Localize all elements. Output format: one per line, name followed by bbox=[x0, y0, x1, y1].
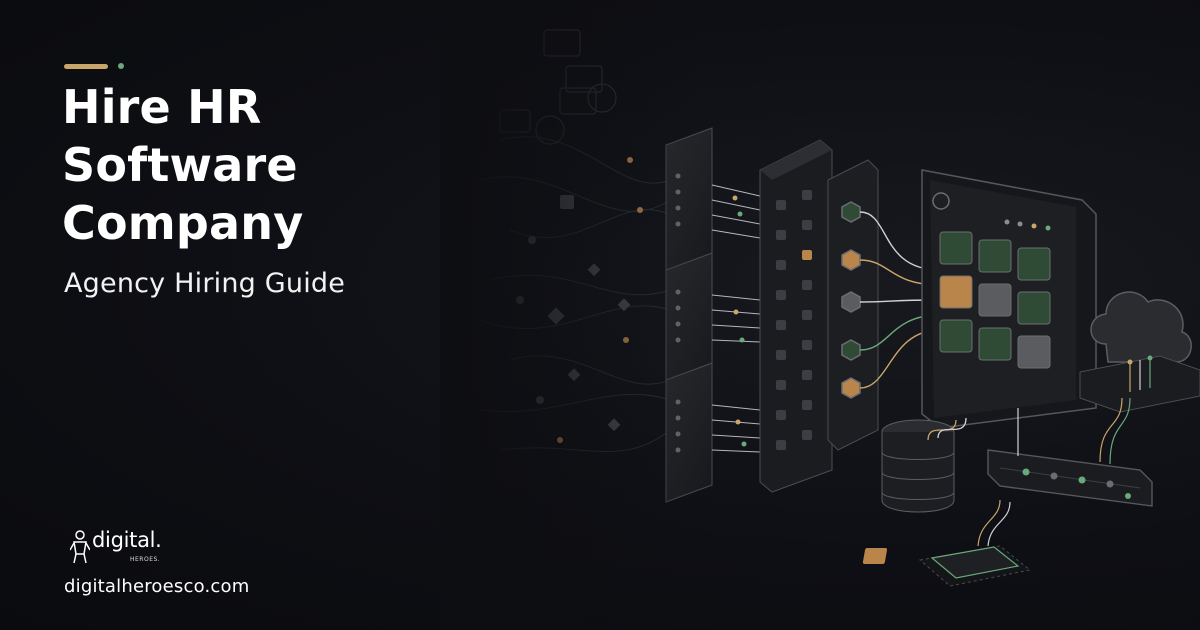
accent-bar bbox=[64, 64, 108, 69]
website-link[interactable]: digitalheroesco.com bbox=[64, 576, 250, 597]
network-illustration bbox=[440, 0, 1200, 630]
logo-subtext: HEROES. bbox=[130, 556, 161, 563]
left-fade-overlay bbox=[440, 0, 1200, 630]
page-title: Hire HR Software Company bbox=[62, 78, 442, 252]
subtitle: Agency Hiring Guide bbox=[64, 268, 346, 299]
title-line-3: Company bbox=[62, 196, 304, 250]
brand-logo: digital. HEROES. bbox=[68, 526, 188, 570]
accent-dot bbox=[118, 63, 124, 69]
title-line-1: Hire HR bbox=[62, 80, 262, 134]
title-line-2: Software bbox=[62, 138, 298, 192]
hero-figure-icon bbox=[70, 530, 90, 564]
logo-wordmark: digital. bbox=[92, 528, 162, 552]
